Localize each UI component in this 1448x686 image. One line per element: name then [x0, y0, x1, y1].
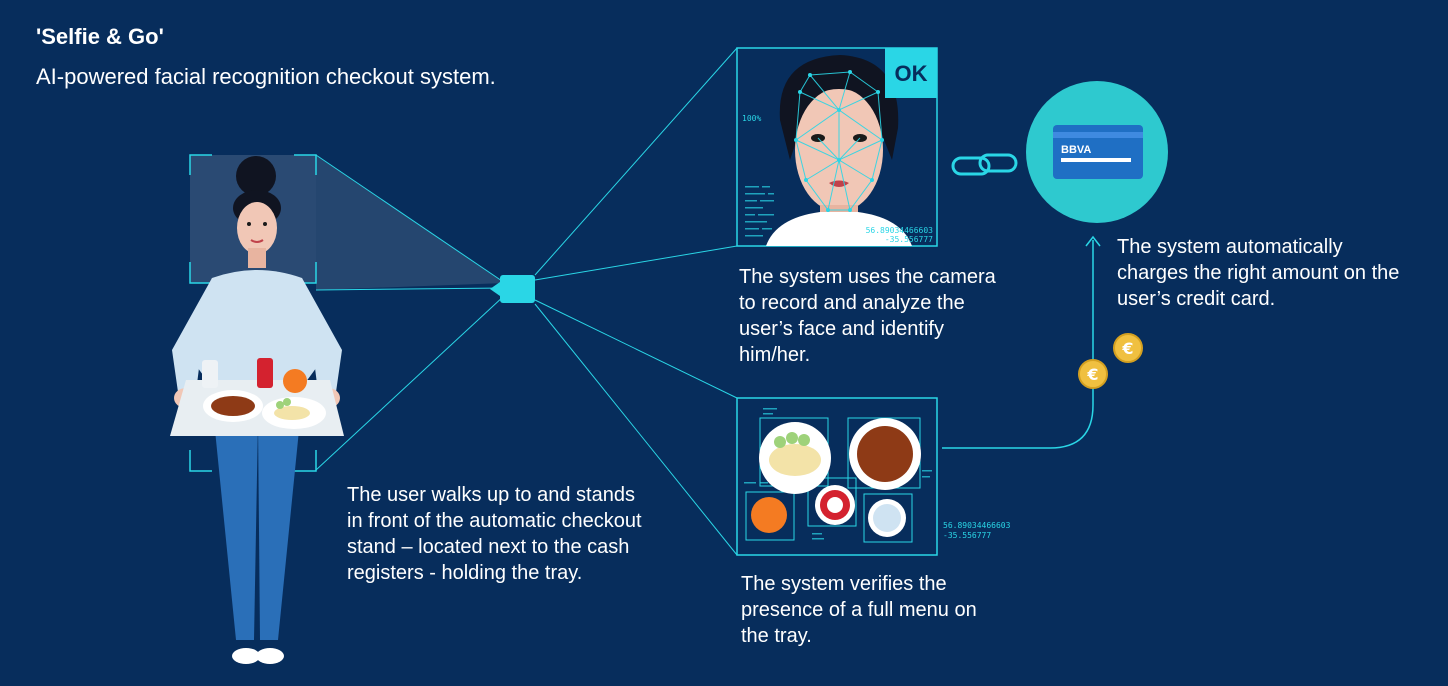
view-line: [315, 294, 506, 471]
tray-coord-1: 56.89034466603: [943, 521, 1011, 530]
face-recognition-panel: OK 100% 56.89034466603 -35.556777: [736, 47, 938, 247]
face-coord-2: -35.556777: [885, 235, 933, 244]
arrow-head-icon: [1085, 235, 1101, 247]
link-line: [534, 303, 738, 556]
tray-coord-2: -35.556777: [943, 531, 991, 540]
camera-icon: [490, 275, 535, 303]
camera-view-cone: [316, 155, 505, 290]
page-subtitle: AI-powered facial recognition checkout s…: [36, 64, 496, 89]
user-person-illustration: [170, 156, 344, 664]
payment-flow-arrow: [942, 240, 1094, 449]
view-line: [315, 154, 506, 284]
coin-symbol: €: [1086, 365, 1098, 384]
step-face-caption: The system uses the camera to record and…: [739, 266, 996, 366]
link-line: [534, 47, 738, 276]
face-coord-1: 56.89034466603: [866, 226, 934, 235]
page-title: 'Selfie & Go': [36, 24, 164, 49]
euro-coin-icon: €: [1113, 333, 1143, 363]
link-line: [534, 245, 738, 281]
euro-coin-icon: €: [1078, 359, 1108, 389]
view-line: [315, 287, 506, 291]
step-tray-caption: The system verifies the presence of a fu…: [741, 573, 977, 647]
card-brand: BBVA: [1061, 144, 1091, 156]
step-charge-caption: The system automatically charges the rig…: [1117, 236, 1400, 310]
credit-card-icon: BBVA: [1026, 81, 1168, 223]
coin-symbol: €: [1121, 339, 1133, 358]
link-line: [534, 299, 738, 399]
face-confidence: 100%: [742, 114, 761, 123]
face-status-ok: OK: [895, 61, 928, 86]
link-chain-icon: [951, 153, 1018, 176]
step-user-caption: The user walks up to and stands in front…: [347, 484, 642, 584]
tray-recognition-panel: 56.89034466603 -35.556777: [736, 397, 1011, 556]
